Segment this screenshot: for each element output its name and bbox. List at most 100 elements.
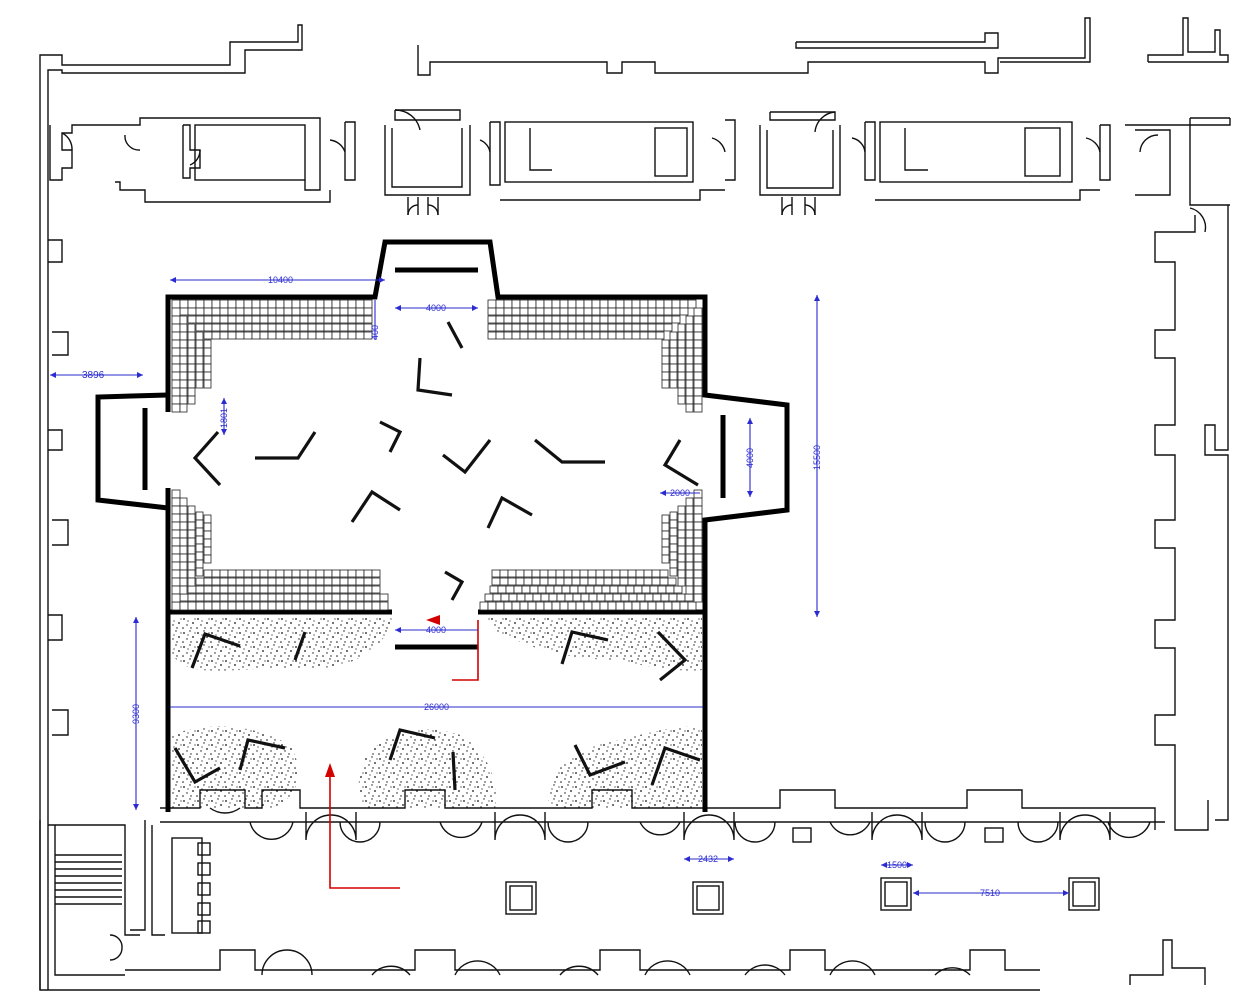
seat: [251, 307, 261, 316]
seat: [677, 347, 686, 357]
seat: [529, 585, 539, 594]
seat: [347, 299, 357, 309]
seat: [251, 299, 261, 309]
seat: [187, 355, 196, 365]
seat: [275, 307, 285, 316]
seat: [187, 521, 196, 531]
seat: [693, 323, 703, 333]
seat: [551, 315, 561, 324]
seat: [267, 307, 277, 316]
seat: [171, 529, 181, 539]
seat: [609, 585, 619, 594]
seat: [203, 339, 212, 349]
seat: [572, 593, 582, 602]
seat: [652, 593, 662, 602]
seat: [625, 585, 635, 594]
seat: [587, 577, 597, 586]
seat: [179, 529, 188, 539]
seat: [227, 585, 237, 594]
seat: [524, 593, 534, 602]
seat: [531, 569, 541, 578]
seat: [679, 601, 689, 611]
seat: [564, 593, 574, 602]
seat: [535, 299, 545, 309]
seat: [203, 355, 212, 365]
seat: [601, 585, 611, 594]
seat: [331, 323, 341, 332]
seat: [659, 577, 669, 586]
seat: [171, 489, 181, 499]
seat: [583, 601, 593, 611]
seat: [299, 569, 309, 578]
seat: [251, 577, 261, 586]
seat: [671, 299, 681, 309]
seat: [693, 505, 703, 515]
seat: [495, 299, 505, 309]
seat: [685, 569, 694, 579]
seat: [371, 593, 381, 602]
seat: [647, 323, 657, 332]
seat: [171, 521, 181, 531]
seat: [575, 323, 585, 332]
seat: [671, 315, 681, 324]
seat: [647, 331, 657, 340]
dim-2000: 2000: [670, 488, 690, 498]
seat: [171, 355, 181, 365]
seat: [563, 577, 573, 586]
seat: [171, 497, 181, 507]
seat: [227, 569, 237, 578]
seat: [235, 307, 245, 316]
seat: [251, 315, 261, 324]
seat: [267, 299, 277, 309]
seat: [693, 593, 703, 603]
seat: [363, 569, 373, 578]
seat: [187, 513, 196, 523]
seat: [315, 323, 325, 332]
seat: [521, 585, 531, 594]
seat: [655, 323, 665, 332]
seat: [677, 395, 686, 405]
dim-10400: 10400: [268, 275, 293, 285]
seat: [596, 593, 606, 602]
seat: [531, 577, 541, 586]
seat: [179, 561, 188, 571]
seat: [187, 577, 196, 587]
seat: [671, 307, 681, 316]
seat: [275, 593, 285, 602]
seat: [677, 569, 686, 579]
seat: [503, 315, 513, 324]
seat: [580, 593, 590, 602]
seat: [660, 593, 670, 602]
seat: [633, 585, 643, 594]
dim-2432: 2432: [698, 854, 718, 864]
dim-4000-right: 4000: [745, 448, 755, 468]
seat: [583, 299, 593, 309]
seat: [187, 395, 196, 405]
seat: [171, 545, 181, 555]
seat: [171, 601, 181, 611]
seat: [527, 299, 537, 309]
seat: [339, 585, 349, 594]
seating-blocks: [171, 299, 703, 611]
seat: [363, 315, 373, 324]
seat: [603, 577, 613, 586]
seat: [595, 569, 605, 578]
seat: [339, 569, 349, 578]
seat: [291, 601, 301, 611]
seat: [685, 553, 694, 563]
seat: [623, 331, 633, 340]
seat: [267, 601, 277, 611]
seat: [547, 569, 557, 578]
seat: [685, 339, 694, 349]
seat: [620, 593, 630, 602]
seat: [500, 593, 510, 602]
seat: [307, 585, 317, 594]
seat: [179, 323, 188, 333]
seat: [685, 497, 694, 507]
seat: [347, 307, 357, 316]
seat: [379, 601, 389, 611]
seat: [219, 601, 229, 611]
seat: [667, 577, 677, 586]
partition-panels: [173, 321, 701, 791]
seat: [315, 593, 325, 602]
